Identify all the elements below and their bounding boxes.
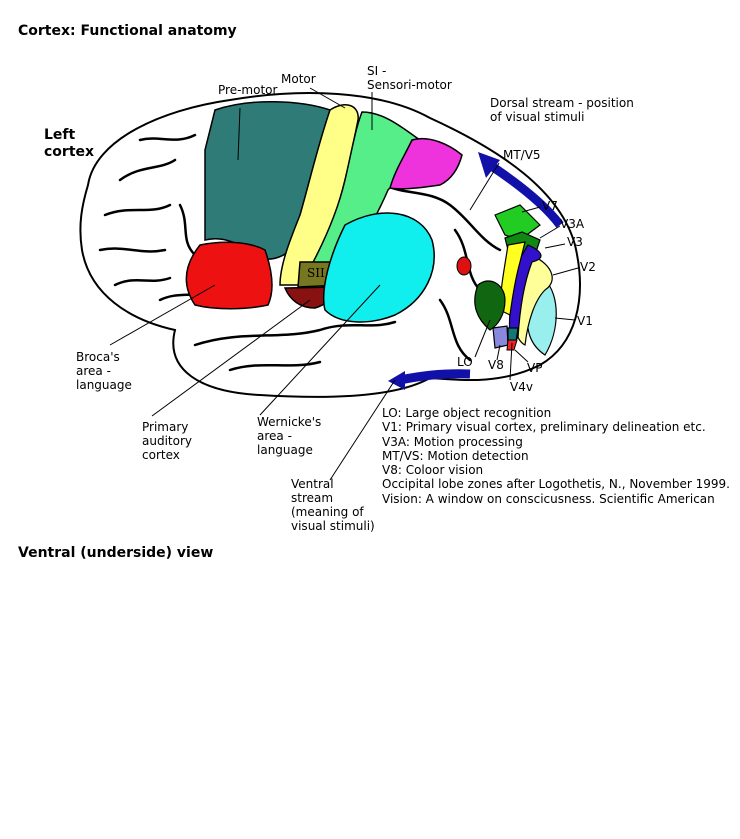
label-dorsal-line-2: of visual stimuli bbox=[490, 110, 585, 124]
label-ventral-line-4: visual stimuli) bbox=[291, 519, 375, 533]
label-v3a: V3A bbox=[560, 217, 585, 231]
legend-line: V1: Primary visual cortex, preliminary d… bbox=[382, 420, 706, 435]
legend-line: Occipital lobe zones after Logothetis, N… bbox=[382, 477, 730, 492]
label-dorsal-line-1: Dorsal stream - position bbox=[490, 96, 634, 110]
label-ventral-line-3: (meaning of bbox=[291, 505, 364, 519]
ventral-stream-arrow bbox=[399, 369, 471, 385]
legend-line: Vision: A window on conscicusness. Scien… bbox=[382, 491, 715, 506]
label-broca-line-3: language bbox=[76, 378, 132, 392]
dorsal-stream-arrow bbox=[487, 161, 564, 228]
label-lo: LO bbox=[457, 355, 473, 369]
label-auditory-line-1: Primary bbox=[142, 420, 189, 434]
legend-line: MT/VS: Motion detection bbox=[382, 448, 529, 463]
label-premotor: Pre-motor bbox=[218, 83, 278, 97]
leader-lines bbox=[109, 87, 579, 481]
side-heading-line-2: cortex bbox=[44, 144, 95, 160]
label-si-line-1: SI - bbox=[367, 64, 387, 78]
label-broca-line-1: Broca's bbox=[76, 350, 120, 364]
page-title: Cortex: Functional anatomy bbox=[18, 23, 237, 39]
lo-region bbox=[474, 280, 506, 331]
wernicke-region bbox=[322, 212, 435, 323]
label-motor: Motor bbox=[281, 72, 316, 86]
label-wernicke-line-3: language bbox=[257, 443, 313, 457]
label-v4v: V4v bbox=[510, 380, 533, 394]
ventral-arrowhead bbox=[388, 371, 405, 390]
v7-region bbox=[494, 204, 541, 241]
dorsal-arrowhead bbox=[478, 152, 500, 178]
label-si-line-2: Sensori-motor bbox=[367, 78, 452, 92]
label-v3: V3 bbox=[567, 235, 583, 249]
broca-region bbox=[185, 241, 273, 310]
side-heading-line-1: Left bbox=[44, 127, 76, 143]
label-v7: V7 bbox=[542, 199, 558, 213]
somatic-region bbox=[389, 138, 463, 190]
label-wernicke-line-1: Wernicke's bbox=[257, 415, 322, 429]
label-sii: SII bbox=[307, 266, 325, 280]
legend-line: LO: Large object recognition bbox=[382, 406, 552, 420]
ventral-view-heading: Ventral (underside) view bbox=[18, 545, 214, 561]
v8-region bbox=[492, 325, 509, 349]
label-v8: V8 bbox=[488, 358, 504, 372]
label-broca-line-2: area - bbox=[76, 364, 111, 378]
label-auditory-line-3: cortex bbox=[142, 448, 180, 462]
v3-region bbox=[499, 241, 526, 316]
label-ventral-line-1: Ventral bbox=[291, 477, 334, 491]
mt-area bbox=[456, 256, 472, 276]
label-v1: V1 bbox=[577, 314, 593, 328]
legend-block: LO: Large object recognition V1: Primary… bbox=[382, 406, 730, 506]
legend-line: V3A: Motion processing bbox=[382, 434, 523, 449]
label-v2: V2 bbox=[580, 260, 596, 274]
label-ventral-line-2: stream bbox=[291, 491, 334, 505]
label-auditory-line-2: auditory bbox=[142, 434, 192, 448]
label-wernicke-line-2: area - bbox=[257, 429, 292, 443]
legend-line: V8: Coloor vision bbox=[382, 463, 484, 478]
label-mtv5: MT/V5 bbox=[503, 148, 541, 162]
label-vp: VP bbox=[527, 361, 543, 375]
